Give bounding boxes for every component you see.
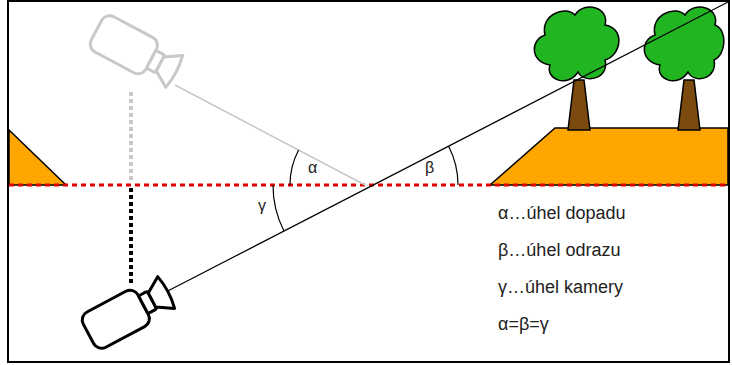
camera-reflection	[87, 13, 185, 91]
left-bank	[9, 130, 66, 185]
water-surface	[9, 184, 728, 187]
mirror-axis	[129, 92, 133, 183]
tree	[644, 7, 724, 130]
camera	[79, 274, 177, 352]
mirror-axis	[129, 188, 133, 285]
angle-label: γ	[258, 196, 266, 215]
angle-arc	[273, 185, 284, 231]
legend-note: β…úhel odrazu	[498, 240, 620, 262]
frame	[8, 1, 729, 362]
virtual-ray	[175, 85, 365, 185]
angle-label: β	[425, 158, 434, 177]
equation: α=β=γ	[498, 314, 549, 336]
tree	[534, 7, 619, 130]
angle-label: α	[308, 158, 317, 177]
legend-note: γ…úhel kamery	[498, 277, 623, 299]
angle-arc	[449, 146, 459, 185]
light-ray	[160, 2, 728, 295]
legend-note: α…úhel dopadu	[498, 203, 626, 225]
angle-arc	[290, 150, 299, 185]
right-bank	[490, 128, 728, 185]
